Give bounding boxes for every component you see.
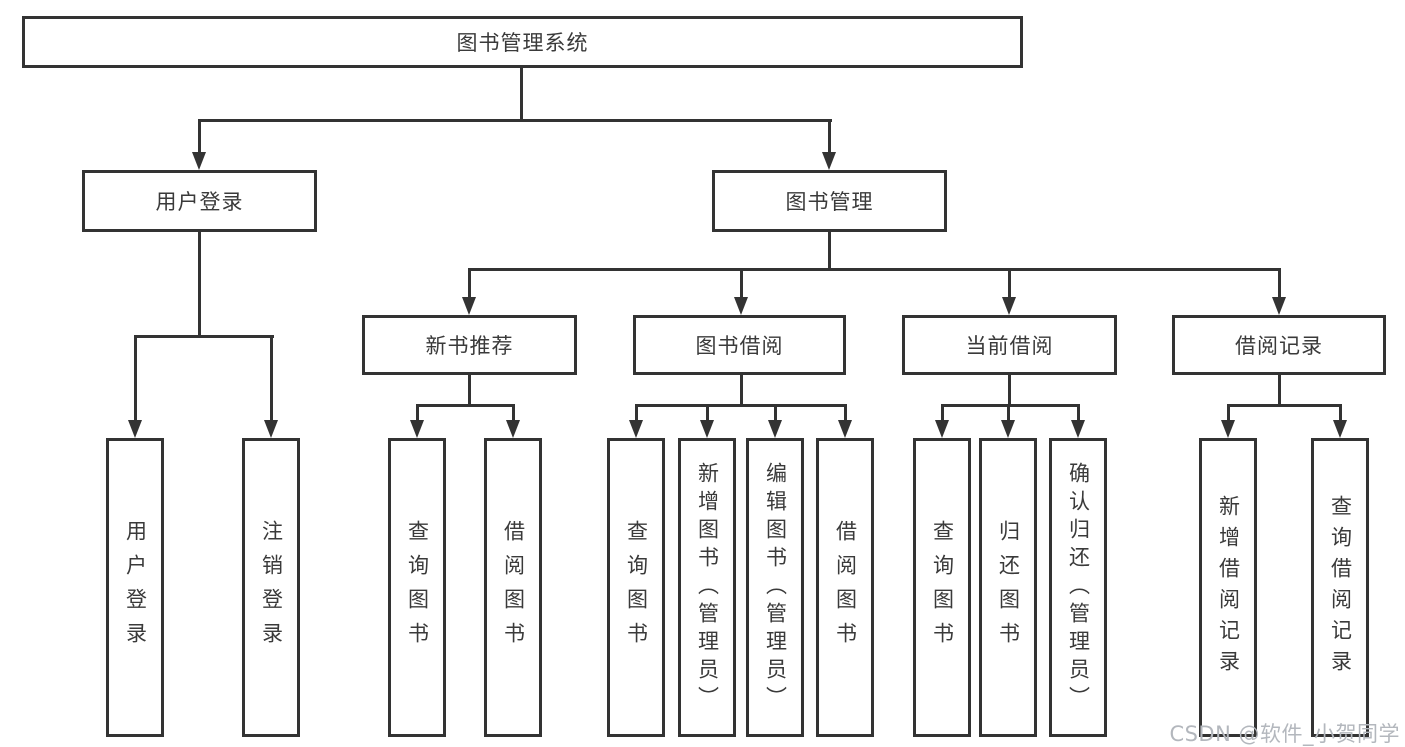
node-current-borrowing: 当前借阅 <box>902 315 1117 375</box>
connector-new-book-stem <box>468 373 471 407</box>
csdn-watermark: CSDN @软件_小贺同学 <box>1169 722 1400 746</box>
leaf-query-books-current: 查询图书 <box>913 438 971 737</box>
leaf-confirm-return-admin: 确认归还（管理员） <box>1049 438 1107 737</box>
node-borrowing-records: 借阅记录 <box>1172 315 1386 375</box>
arrowhead-leaf-query-books-3 <box>935 420 949 438</box>
connector-level2-bar <box>198 119 832 122</box>
connector-leaf-drop <box>706 404 709 422</box>
connector-current-borrow-drop <box>1008 268 1011 299</box>
arrowhead-leaf-user-login <box>128 420 142 438</box>
connector-leaf-user-login-drop <box>134 335 137 422</box>
connector-borrow-records-drop <box>1278 268 1281 299</box>
connector-leaf-drop <box>416 404 419 422</box>
connector-leaf-drop <box>1227 404 1230 422</box>
arrowhead-leaf-add-book <box>700 420 714 438</box>
arrowhead-user-login <box>192 152 206 170</box>
leaf-borrow-books-borrowing: 借阅图书 <box>816 438 874 737</box>
arrowhead-leaf-query-record <box>1333 420 1347 438</box>
connector-leaf-drop <box>1007 404 1010 422</box>
leaf-borrow-books-recommend: 借阅图书 <box>484 438 542 737</box>
leaf-query-borrow-record: 查询借阅记录 <box>1311 438 1369 737</box>
connector-borrow-records-stem <box>1278 373 1281 407</box>
arrowhead-leaf-return-books <box>1001 420 1015 438</box>
arrowhead-leaf-confirm-return <box>1071 420 1085 438</box>
connector-leaf-logout-drop <box>270 335 273 422</box>
leaf-user-login: 用户登录 <box>106 438 164 737</box>
arrowhead-current-borrow <box>1002 297 1016 315</box>
connector-book-borrow-drop <box>740 268 743 299</box>
leaf-query-books-borrowing: 查询图书 <box>607 438 665 737</box>
connector-user-login-bar <box>134 335 274 338</box>
connector-leaf-drop <box>844 404 847 422</box>
connector-new-book-drop <box>468 268 471 299</box>
arrowhead-leaf-logout <box>264 420 278 438</box>
leaf-logout-login: 注销登录 <box>242 438 300 737</box>
node-user-login: 用户登录 <box>82 170 317 232</box>
connector-root-stem <box>520 68 523 122</box>
connector-new-book-bar <box>416 404 515 407</box>
arrowhead-leaf-query-books-2 <box>629 420 643 438</box>
connector-book-mgmt-drop <box>828 119 831 156</box>
leaf-add-borrow-record: 新增借阅记录 <box>1199 438 1257 737</box>
arrowhead-leaf-query-books-1 <box>410 420 424 438</box>
arrowhead-book-borrow <box>734 297 748 315</box>
arrowhead-leaf-add-record <box>1221 420 1235 438</box>
connector-leaf-drop <box>512 404 515 422</box>
connector-book-borrow-bar <box>635 404 846 407</box>
connector-leaf-drop <box>941 404 944 422</box>
connector-book-mgmt-stem <box>828 232 831 271</box>
connector-leaf-drop <box>635 404 638 422</box>
connector-current-borrow-stem <box>1008 373 1011 407</box>
arrowhead-borrow-records <box>1272 297 1286 315</box>
arrowhead-book-mgmt <box>822 152 836 170</box>
connector-level3-bar <box>468 268 1281 271</box>
connector-leaf-drop <box>774 404 777 422</box>
leaf-query-books-recommend: 查询图书 <box>388 438 446 737</box>
node-book-borrowing: 图书借阅 <box>633 315 846 375</box>
connector-current-borrow-bar <box>941 404 1079 407</box>
arrowhead-leaf-borrow-books-2 <box>838 420 852 438</box>
arrowhead-leaf-borrow-books-1 <box>506 420 520 438</box>
node-book-management: 图书管理 <box>712 170 947 232</box>
leaf-add-book-admin: 新增图书（管理员） <box>678 438 736 737</box>
connector-leaf-drop <box>1077 404 1080 422</box>
node-library-system: 图书管理系统 <box>22 16 1023 68</box>
arrowhead-new-book <box>462 297 476 315</box>
connector-user-login-stem <box>198 232 201 338</box>
connector-user-login-drop <box>198 119 201 156</box>
leaf-return-books: 归还图书 <box>979 438 1037 737</box>
leaf-edit-book-admin: 编辑图书（管理员） <box>746 438 804 737</box>
arrowhead-leaf-edit-book <box>768 420 782 438</box>
connector-leaf-drop <box>1339 404 1342 422</box>
node-new-book-recommend: 新书推荐 <box>362 315 577 375</box>
connector-book-borrow-stem <box>740 373 743 407</box>
connector-borrow-records-bar <box>1227 404 1341 407</box>
